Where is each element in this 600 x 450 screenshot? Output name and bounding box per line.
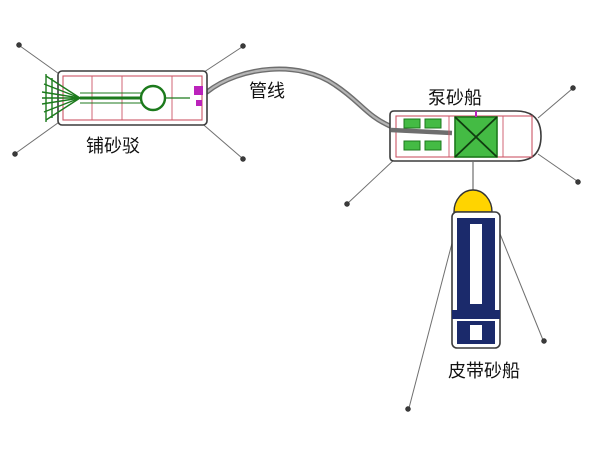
anchor-point bbox=[16, 42, 22, 48]
anchor-point bbox=[541, 338, 547, 344]
barge-anchor-lines bbox=[12, 42, 246, 162]
drive-shaft bbox=[80, 92, 190, 104]
anchor-point bbox=[575, 179, 581, 185]
label-belt-sand-ship: 皮带砂船 bbox=[448, 361, 520, 382]
mixer-icon bbox=[454, 111, 498, 158]
anchor-point bbox=[240, 156, 246, 162]
anchor-line bbox=[537, 88, 573, 119]
anchor-point bbox=[570, 85, 576, 91]
anchor-line bbox=[495, 223, 544, 341]
hopper-dome bbox=[453, 189, 493, 213]
anchor-line bbox=[15, 119, 63, 154]
anchor-line bbox=[197, 119, 243, 159]
label-pump-ship: 泵砂船 bbox=[428, 88, 482, 109]
pipeline-pipe-inner bbox=[205, 68, 394, 129]
spreader-icon bbox=[41, 74, 81, 122]
belt-sand-ship bbox=[451, 211, 501, 349]
label-pipeline: 管线 bbox=[249, 81, 285, 102]
belt-crossband bbox=[452, 310, 500, 319]
stern-fittings bbox=[194, 86, 203, 106]
pump-section-lines bbox=[448, 116, 504, 157]
pump-ship-anchor-lines bbox=[344, 85, 581, 207]
anchor-point bbox=[344, 201, 350, 207]
winch-circle-icon bbox=[139, 84, 167, 112]
label-sand-laying-barge: 铺砂驳 bbox=[86, 136, 140, 157]
intake-pipe bbox=[390, 127, 453, 136]
anchor-point bbox=[405, 406, 411, 412]
anchor-line bbox=[347, 157, 397, 204]
anchor-line bbox=[408, 223, 458, 409]
pump-ship bbox=[389, 110, 542, 162]
pipeline bbox=[204, 66, 395, 130]
anchor-point bbox=[240, 43, 246, 49]
anchor-point bbox=[12, 151, 18, 157]
sand-laying-barge bbox=[41, 70, 208, 126]
belt-lower-slot bbox=[470, 325, 482, 340]
belt-conveyor-slot bbox=[470, 224, 482, 304]
belt-ship-anchor-lines bbox=[405, 223, 547, 412]
pump-equipment-blocks bbox=[403, 118, 442, 151]
anchor-line bbox=[19, 45, 63, 77]
anchor-line bbox=[537, 153, 578, 182]
